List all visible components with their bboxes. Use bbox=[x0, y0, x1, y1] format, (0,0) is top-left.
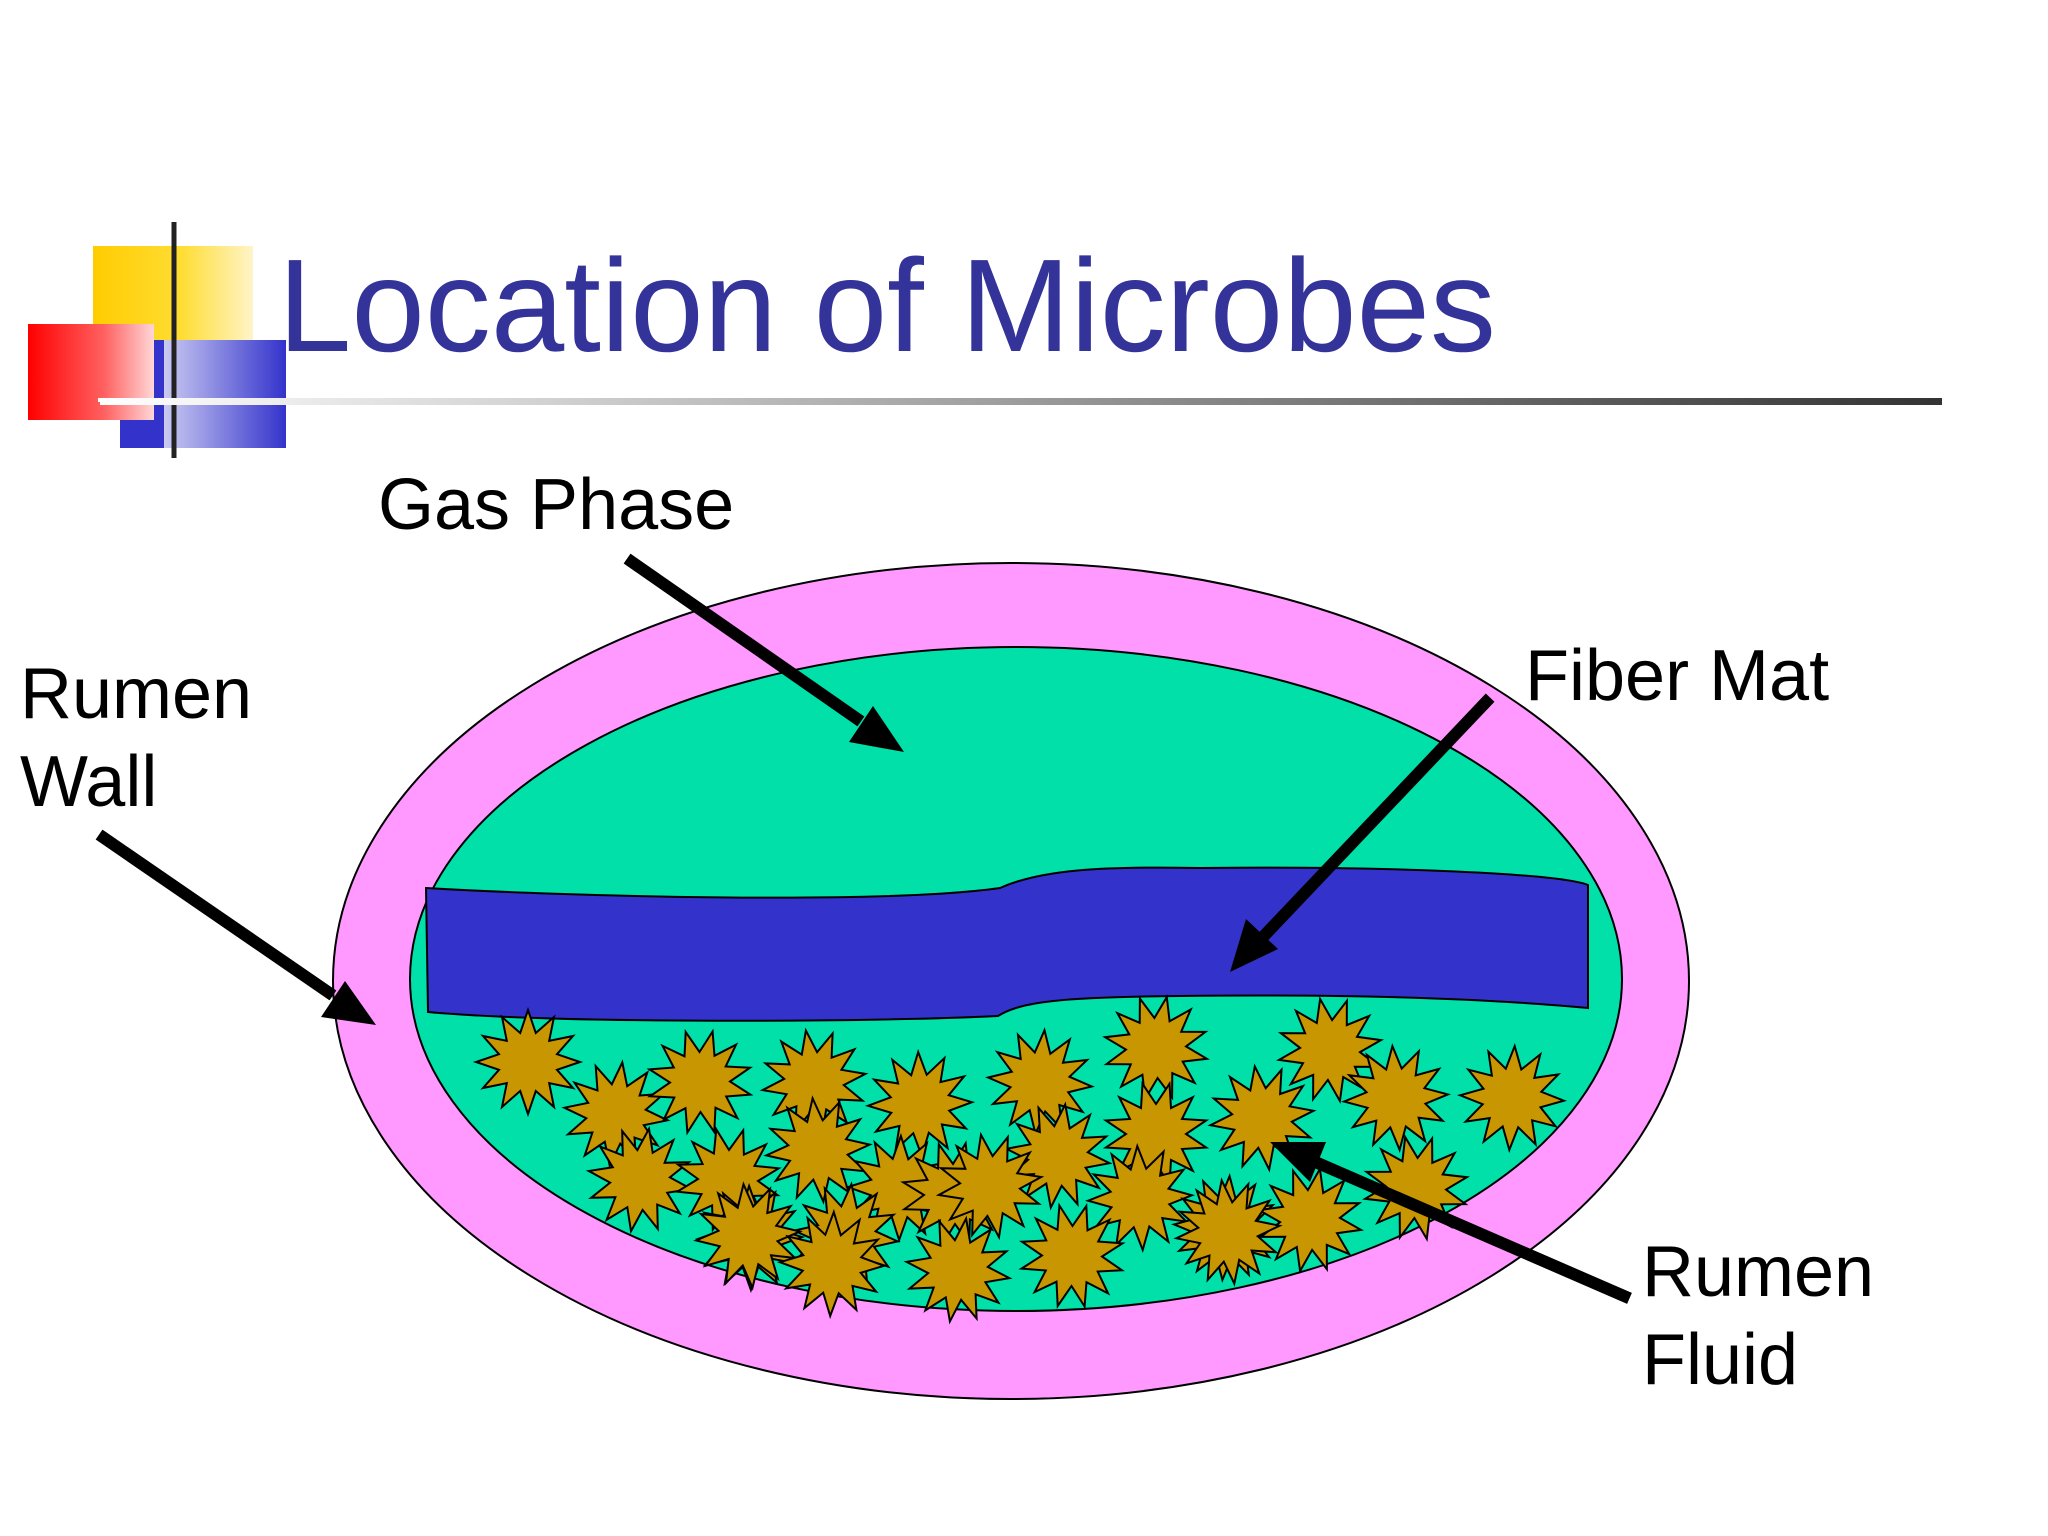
microbe-icon bbox=[1173, 1177, 1283, 1287]
rumen-wall-arrow bbox=[95, 829, 376, 1025]
deco-red-square bbox=[28, 324, 154, 420]
fiber-mat-arrow bbox=[1230, 693, 1495, 972]
gas-phase-label: Gas Phase bbox=[378, 461, 734, 549]
color-squares-logo bbox=[28, 222, 286, 458]
fiber-mat-label: Fiber Mat bbox=[1525, 632, 1829, 720]
microbe-icon bbox=[1456, 1042, 1568, 1154]
arrows bbox=[95, 553, 1632, 1304]
microbe-cluster bbox=[472, 994, 1568, 1325]
rumen-fluid-label-line-2: Fluid bbox=[1642, 1320, 1799, 1400]
rumen-wall-label-line-2: Wall bbox=[20, 742, 158, 822]
microbe-icon bbox=[776, 1208, 888, 1320]
title-underline bbox=[100, 398, 1942, 405]
rumen-fluid-label-line-1: Rumen bbox=[1642, 1232, 1875, 1312]
rumen-fluid-arrow bbox=[1270, 1142, 1632, 1304]
microbe-icon bbox=[844, 1132, 956, 1244]
microbe-icon bbox=[472, 1006, 584, 1118]
microbe-icon bbox=[1102, 994, 1210, 1102]
microbe-icon bbox=[1340, 1042, 1452, 1154]
fiber-mat-label-line-1: Fiber Mat bbox=[1525, 636, 1830, 716]
microbe-icon bbox=[585, 1125, 695, 1235]
slide-title: Location of Microbes bbox=[278, 232, 1496, 379]
microbe-icon bbox=[985, 1027, 1095, 1137]
microbe-icon bbox=[903, 1215, 1013, 1325]
gas-phase-arrow bbox=[623, 553, 904, 752]
rumen-wall-label: Rumen Wall bbox=[20, 650, 252, 826]
rumen-wall-label-line-1: Rumen bbox=[20, 654, 253, 734]
microbe-icon bbox=[1018, 1202, 1126, 1310]
rumen-fluid-label: Rumen Fluid bbox=[1642, 1228, 1874, 1404]
microbe-icon bbox=[646, 1028, 754, 1136]
microbe-icon bbox=[935, 1131, 1045, 1241]
gas-phase-label-line-1: Gas Phase bbox=[378, 465, 735, 545]
